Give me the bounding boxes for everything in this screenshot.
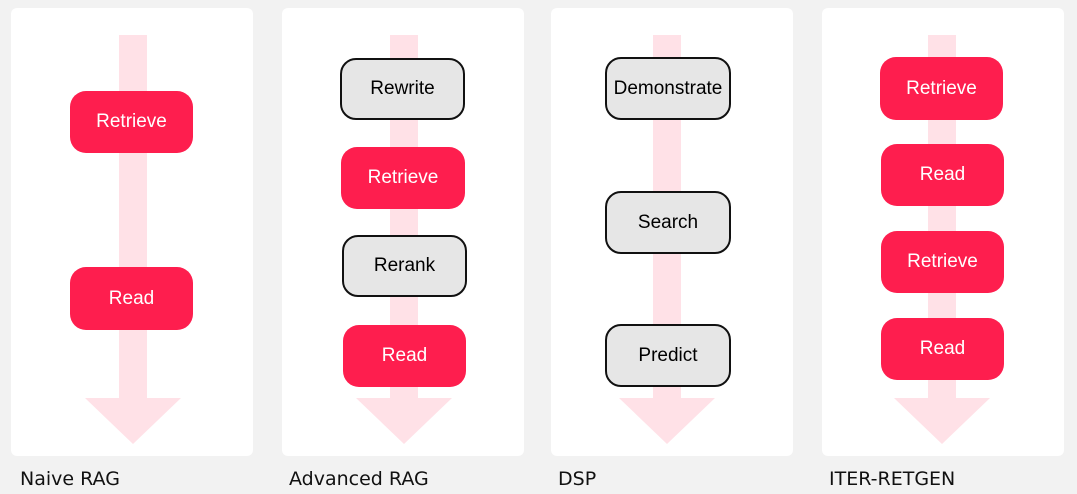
step-retrieve: Retrieve [70, 91, 193, 153]
step-rewrite: Rewrite [340, 58, 465, 120]
panel-advanced-rag: Rewrite Retrieve Rerank Read [282, 8, 524, 456]
step-read: Read [881, 318, 1004, 380]
step-retrieve: Retrieve [341, 147, 465, 209]
step-retrieve: Retrieve [880, 57, 1003, 120]
caption-advanced-rag: Advanced RAG [289, 468, 429, 490]
step-retrieve: Retrieve [881, 231, 1004, 293]
step-search: Search [605, 191, 731, 254]
caption-dsp: DSP [558, 468, 597, 490]
caption-iter-retgen: ITER-RETGEN [829, 468, 956, 490]
step-demonstrate: Demonstrate [605, 57, 731, 120]
step-rerank: Rerank [342, 235, 467, 297]
panel-dsp: Demonstrate Search Predict [551, 8, 793, 456]
step-read: Read [881, 144, 1004, 206]
caption-naive-rag: Naive RAG [20, 468, 120, 490]
panel-iter-retgen: Retrieve Read Retrieve Read [822, 8, 1064, 456]
panel-naive-rag: Retrieve Read [11, 8, 253, 456]
flow-arrow-down [85, 35, 181, 444]
step-read: Read [70, 267, 193, 330]
step-predict: Predict [605, 324, 731, 387]
step-read: Read [343, 325, 466, 387]
